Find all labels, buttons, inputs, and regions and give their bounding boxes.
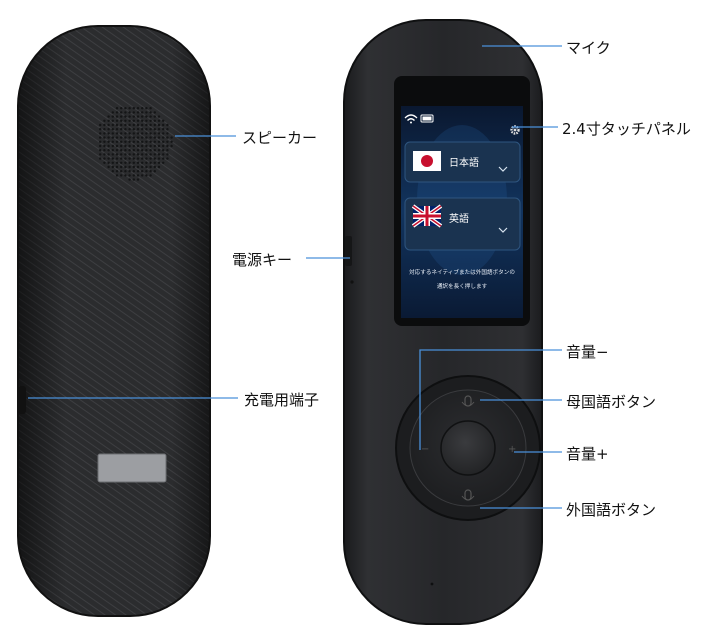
power-key-label: 電源キー xyxy=(232,251,293,269)
native-button-label: 母国語ボタン xyxy=(566,393,657,411)
uk-flag-icon xyxy=(411,204,443,228)
touch-panel-label: 2.4寸タッチパネル xyxy=(562,120,691,138)
volume-up-label: 音量+ xyxy=(566,445,609,463)
callout-lines xyxy=(28,45,562,509)
microphone-icon-native xyxy=(461,395,475,407)
volume-down-label: 音量− xyxy=(566,343,609,361)
language-1-label: 日本語 xyxy=(449,156,479,169)
device-front: 日本語 英語 対応するネイティブまたは外国語ボタンの xyxy=(343,19,543,625)
speaker-label: スピーカー xyxy=(242,129,318,147)
plus-icon: + xyxy=(508,444,516,455)
microphone-icon-foreign xyxy=(461,489,475,501)
charging-port-label: 充電用端子 xyxy=(244,391,320,409)
control-pad: − + xyxy=(395,375,541,521)
instruction-line-1: 対応するネイティブまたは外国語ボタンの xyxy=(409,268,515,276)
wifi-icon xyxy=(404,114,418,124)
chevron-down-icon xyxy=(498,227,508,233)
language-card-native: 日本語 xyxy=(404,141,521,183)
device-back xyxy=(17,25,211,617)
touch-screen: 日本語 英語 対応するネイティブまたは外国語ボタンの xyxy=(401,106,523,318)
center-button xyxy=(440,420,496,476)
metal-plate xyxy=(97,453,167,483)
mic-label: マイク xyxy=(566,39,611,57)
speaker-grille xyxy=(99,107,173,181)
battery-icon xyxy=(420,114,434,123)
instruction-line-2: 通訳を長く押します xyxy=(437,282,488,290)
charging-port xyxy=(18,386,26,414)
power-key xyxy=(345,236,352,266)
japan-flag-icon xyxy=(413,151,441,171)
language-card-foreign: 英語 xyxy=(404,197,521,251)
minus-icon: − xyxy=(421,444,429,455)
language-2-label: 英語 xyxy=(449,212,469,225)
chevron-down-icon xyxy=(498,166,508,172)
foreign-button-label: 外国語ボタン xyxy=(566,501,657,519)
